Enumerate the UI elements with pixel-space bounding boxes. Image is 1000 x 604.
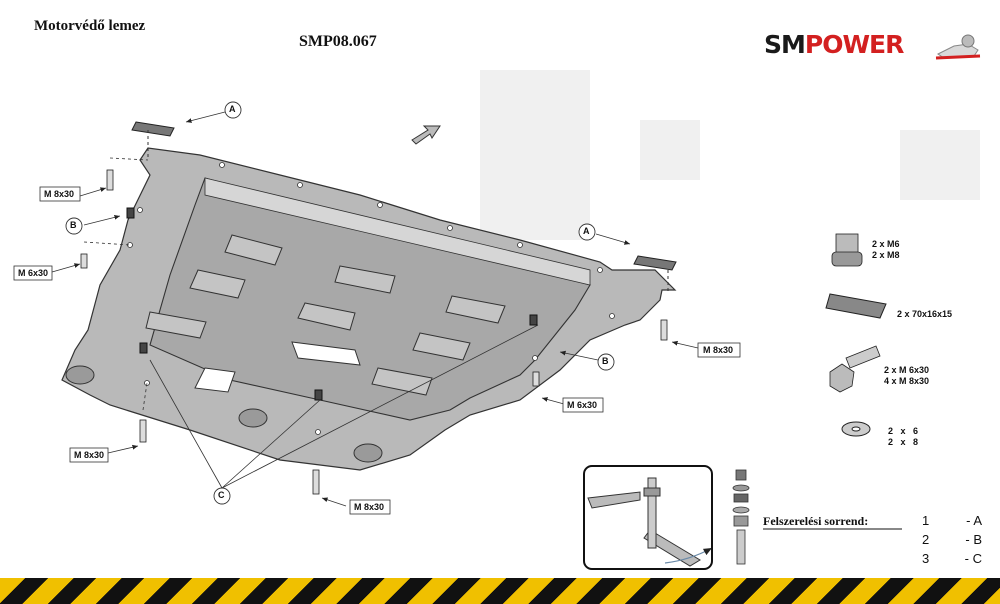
callout-c: C: [218, 490, 225, 500]
mounting-order-list: 1 - A 2 - B 3 - C: [922, 513, 982, 570]
part-bolt-line-2: 4 x M 8x30: [884, 376, 930, 386]
mounting-step: 1 - A: [922, 513, 982, 532]
product-code: SMP08.067: [299, 33, 377, 50]
part-cage-nut-qty: 2 x M6 2 x M8: [872, 239, 900, 261]
bolt-label-left-low: M 8x30: [74, 450, 105, 460]
part-bolt-line-1: 2 x M 6x30: [884, 365, 930, 375]
direction-arrow: [411, 125, 441, 145]
inset-detail-graphic: [587, 477, 713, 567]
spacer-plate-a-right: [633, 255, 677, 292]
smpower-logo: SMPOWER: [764, 30, 984, 66]
callout-a-right: A: [583, 226, 590, 236]
spacer-plate-a-left: [131, 121, 175, 160]
diagram-title: Motorvédő lemez: [34, 18, 146, 34]
hex-bolt-graphic: [829, 345, 881, 393]
mounting-step: 2 - B: [922, 532, 982, 551]
mounting-step-number: 2: [922, 532, 930, 547]
skid-plate: [61, 147, 677, 471]
part-washer-qty: 2 x 6 2 x 8: [888, 426, 918, 448]
logo-power-text: POWER: [804, 30, 904, 59]
watermark-graphic: [480, 70, 980, 240]
bolt-label-bottom-mid: M 8x30: [354, 502, 385, 512]
callout-b-right: B: [602, 356, 609, 366]
part-bolt-qty: 2 x M 6x30 4 x M 8x30: [884, 365, 929, 387]
part-spacer-plate-line-1: 2 x 70x16x15: [897, 309, 953, 319]
part-cage-nut-line-2: 2 x M8: [872, 250, 900, 260]
bolt-label-right: M 8x30: [703, 345, 734, 355]
mounting-step-number: 3: [922, 551, 930, 566]
mounting-step-letter: - A: [966, 513, 982, 528]
mounting-step-letter: - C: [964, 551, 982, 566]
mounting-order-title: Felszerelési sorrend:: [763, 514, 869, 528]
logo-sm-text: SM: [764, 30, 806, 59]
cage-nut-graphic: [831, 233, 863, 267]
callout-a-left: A: [229, 104, 236, 114]
bolt-label-left-mid: M 6x30: [18, 268, 49, 278]
motorcycle-rider-icon: [935, 34, 981, 60]
washer-graphic: [841, 421, 871, 437]
mounting-step-letter: - B: [965, 532, 982, 547]
mounting-step-number: 1: [922, 513, 930, 528]
part-spacer-plate-qty: 2 x 70x16x15: [897, 309, 952, 320]
hazard-stripe-footer: [0, 578, 1000, 604]
spacer-plate-graphic: [825, 293, 887, 319]
mounting-step: 3 - C: [922, 551, 982, 570]
part-cage-nut-line-1: 2 x M6: [872, 239, 900, 249]
part-washer-line-2: 2 x 8: [888, 437, 919, 447]
bolt-stack-graphic: [732, 469, 750, 565]
part-washer-line-1: 2 x 6: [888, 426, 919, 436]
callout-b-left: B: [70, 220, 77, 230]
inset-detail-frame: [583, 465, 713, 570]
bolt-label-center-right: M 6x30: [567, 400, 598, 410]
bolt-label-left-top: M 8x30: [44, 189, 75, 199]
